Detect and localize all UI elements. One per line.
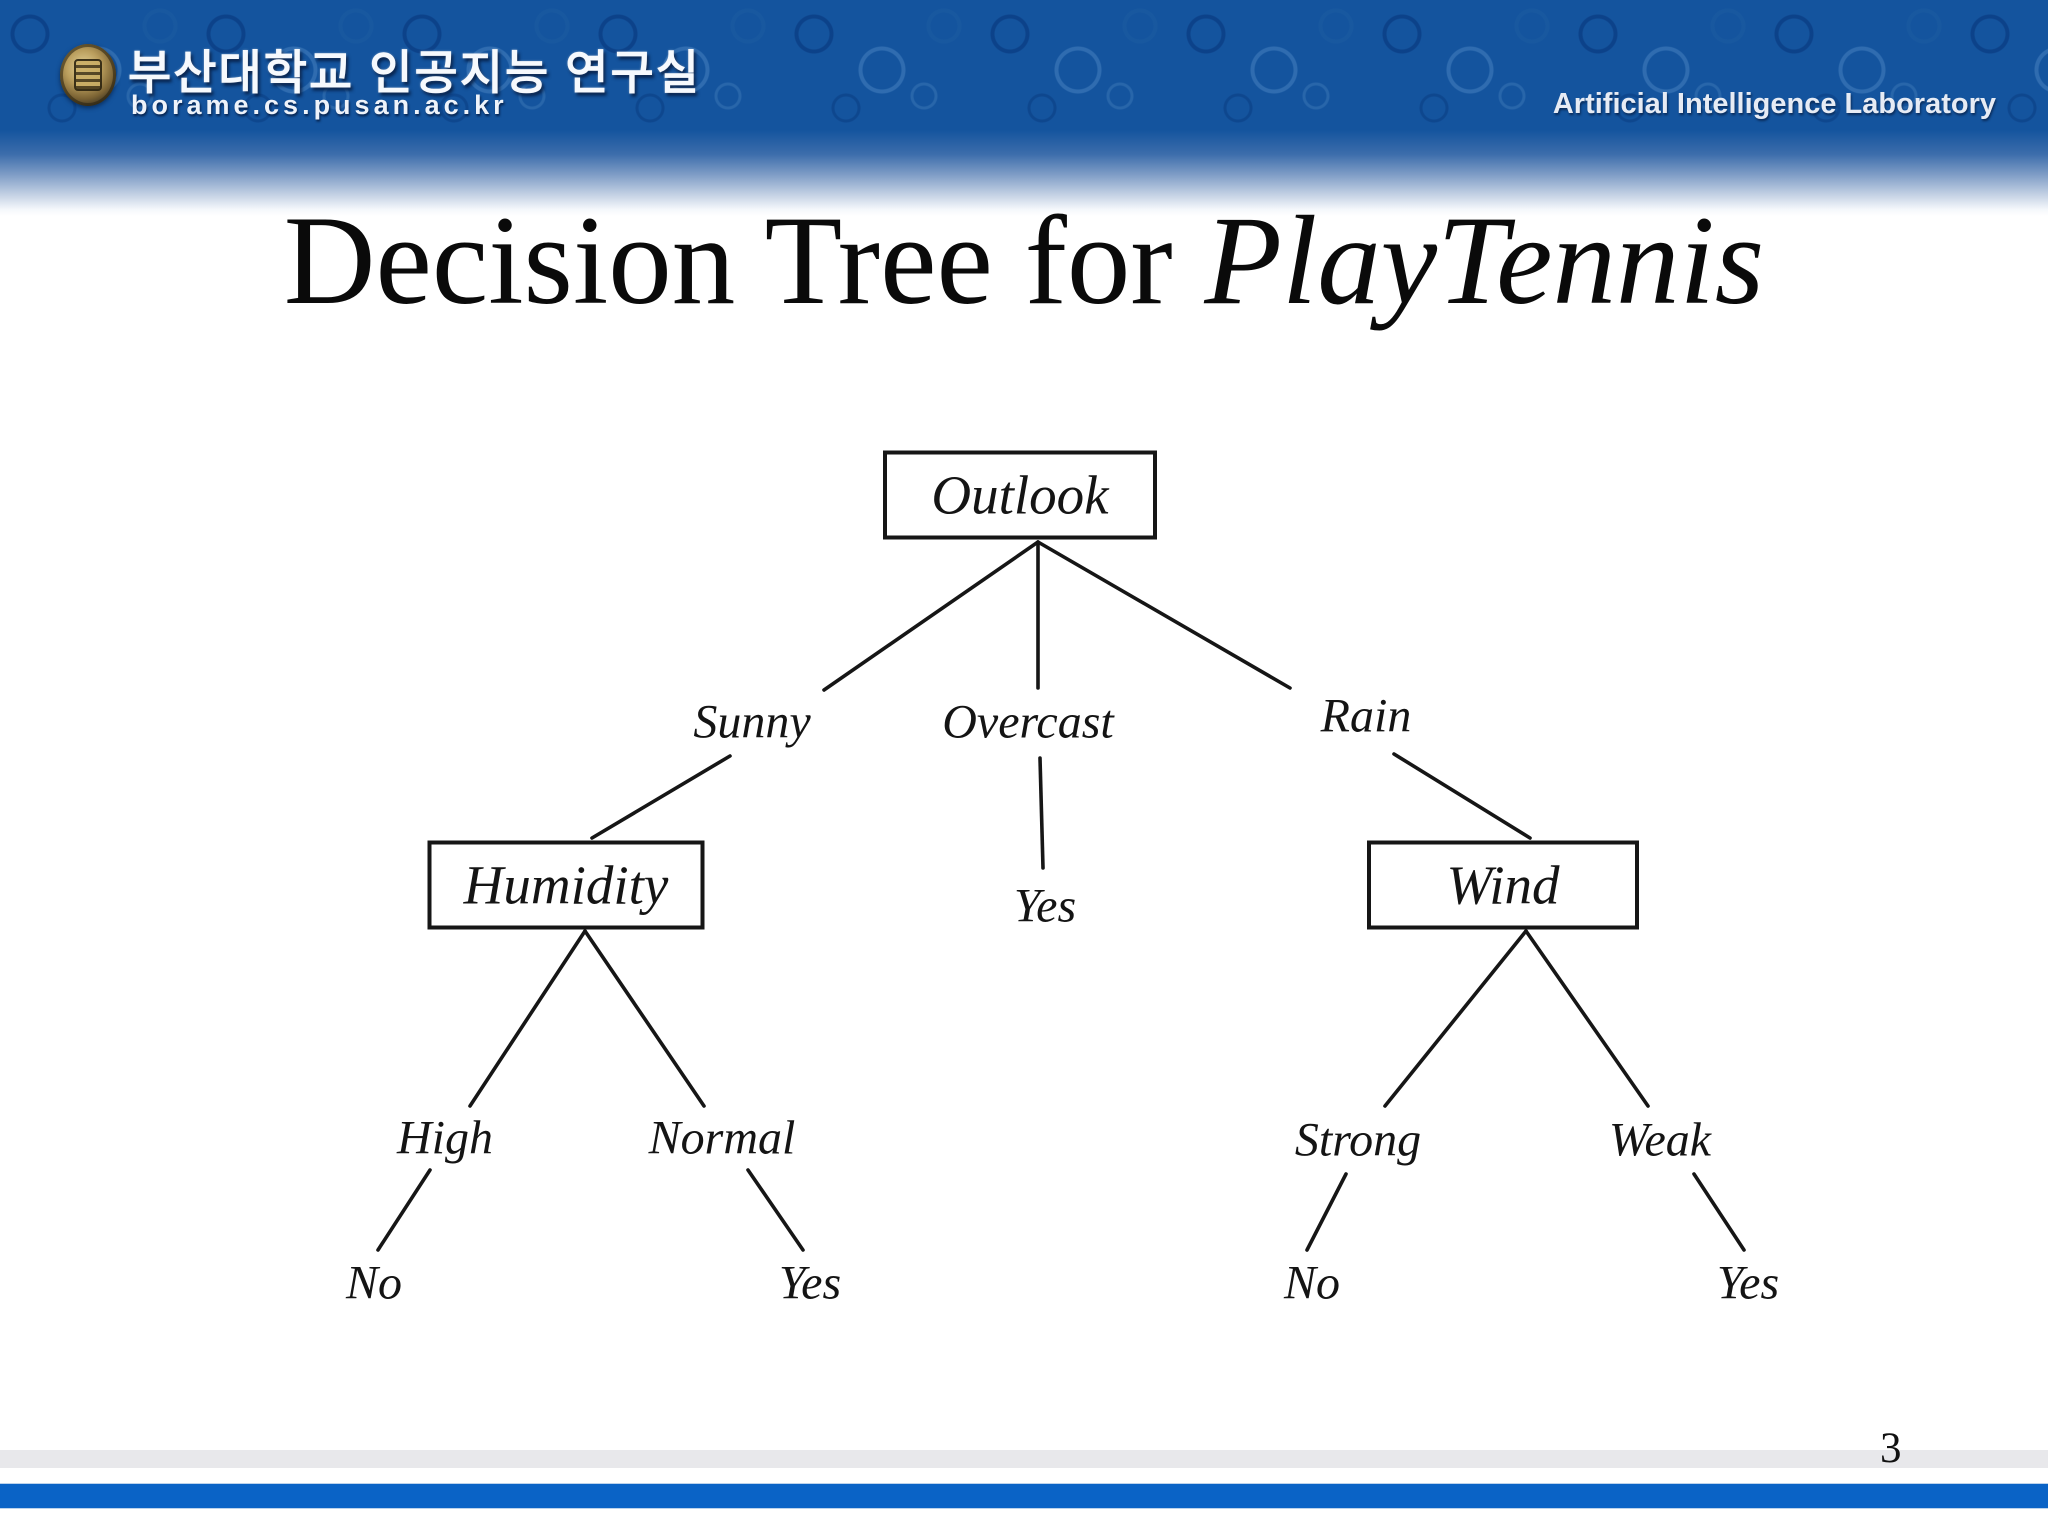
edge-weak-yes <box>1692 1172 1746 1252</box>
leaf-label-overcast-yes: Yes <box>1013 879 1077 933</box>
leaf-label-high-no: No <box>345 1256 403 1310</box>
slide-title: Decision Tree for PlayTennis <box>0 188 2048 334</box>
university-seal-emblem <box>74 59 102 91</box>
node-humidity: Humidity <box>427 840 705 930</box>
edge-strong-no <box>1305 1172 1348 1252</box>
edge-wind-weak <box>1524 929 1650 1108</box>
header-wave-pattern <box>0 0 2048 140</box>
edge-rain-wind <box>1392 752 1532 840</box>
edge-high-no <box>376 1168 432 1252</box>
branch-label-overcast: Overcast <box>942 695 1114 749</box>
branch-label-rain: Rain <box>1320 689 1412 743</box>
header-gradient-fade <box>0 130 2048 216</box>
edge-wind-strong <box>1383 929 1528 1108</box>
footer-blue-bar <box>0 1484 2048 1508</box>
branch-label-sunny: Sunny <box>693 695 811 749</box>
university-seal-icon <box>60 44 116 106</box>
edge-outlook-sunny <box>822 540 1040 692</box>
footer-gray-band <box>0 1450 2048 1468</box>
edge-humidity-high <box>468 929 587 1108</box>
edge-normal-yes <box>746 1168 805 1252</box>
branch-label-high: High <box>397 1111 493 1165</box>
edge-overcast-yes <box>1038 756 1045 870</box>
lab-name-english: Artificial Intelligence Laboratory <box>1552 88 1996 120</box>
node-wind: Wind <box>1367 840 1639 930</box>
edge-sunny-humidity <box>590 754 732 840</box>
lab-name-korean: 부산대학교 인공지능 연구실 <box>128 46 701 99</box>
slide-title-prefix: Decision Tree for <box>283 191 1205 331</box>
page-number: 3 <box>1880 1425 1902 1472</box>
branch-label-weak: Weak <box>1608 1113 1712 1167</box>
branch-label-strong: Strong <box>1294 1113 1422 1167</box>
header-banner: 부산대학교 인공지능 연구실 borame.cs.pusan.ac.kr Art… <box>0 0 2048 216</box>
branch-label-normal: Normal <box>648 1111 796 1165</box>
leaf-label-weak-yes: Yes <box>1716 1256 1780 1310</box>
edge-outlook-rain <box>1036 540 1292 690</box>
node-outlook: Outlook <box>883 450 1157 540</box>
lab-url: borame.cs.pusan.ac.kr <box>131 90 508 120</box>
slide-title-emphasis: PlayTennis <box>1204 191 1765 331</box>
leaf-label-normal-yes: Yes <box>778 1256 842 1310</box>
edge-humidity-normal <box>583 929 706 1108</box>
leaf-label-strong-no: No <box>1283 1256 1341 1310</box>
